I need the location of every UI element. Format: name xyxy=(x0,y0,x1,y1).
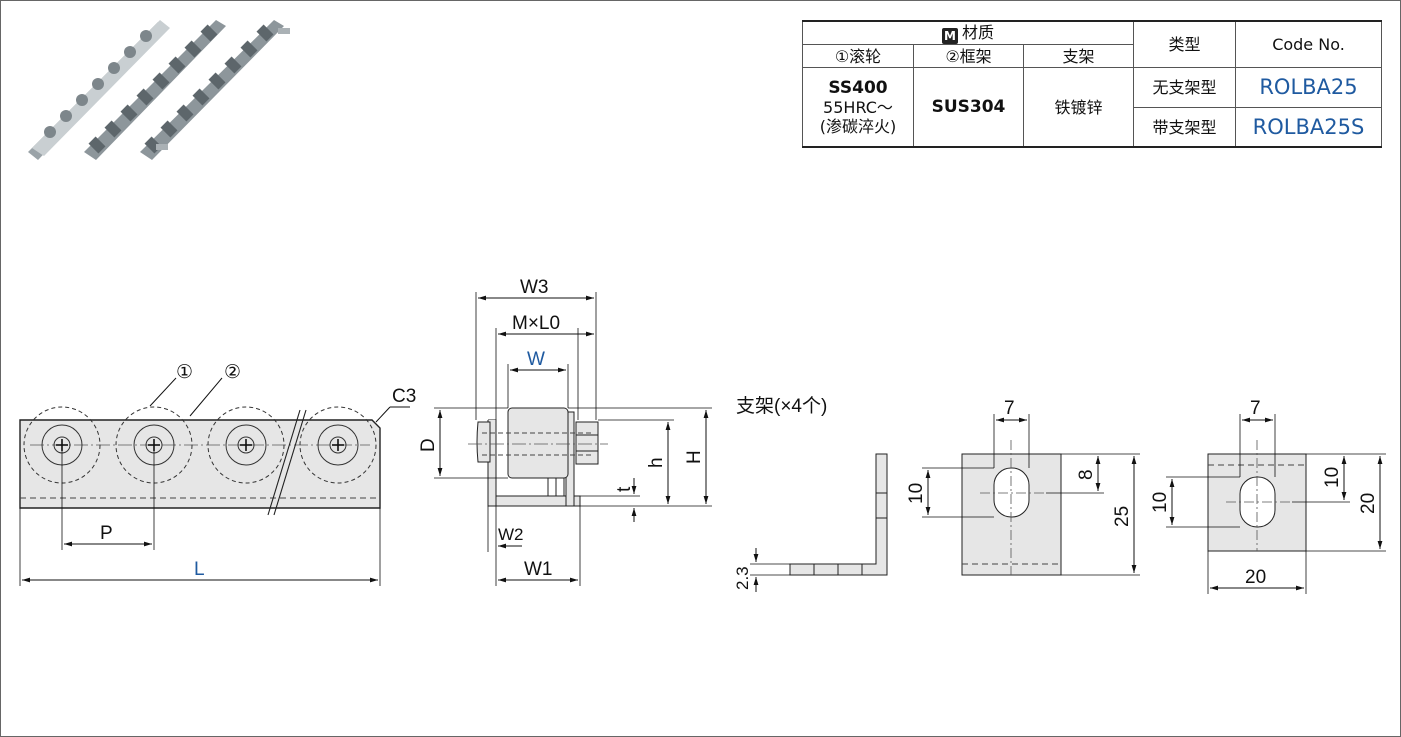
code-header: Code No. xyxy=(1235,20,1382,68)
h-big-label: H xyxy=(684,450,705,464)
dim-8: 8 xyxy=(1076,469,1097,480)
dim-10a: 10 xyxy=(906,483,927,504)
material-header: 材质 xyxy=(961,22,994,42)
dim-20-right: 20 xyxy=(1358,493,1379,514)
dim-7a: 7 xyxy=(1004,398,1015,419)
dim-7b: 7 xyxy=(1250,398,1261,419)
w1-label: W1 xyxy=(524,559,553,580)
mxl0-label: M×L0 xyxy=(512,313,560,334)
bracket-header: 支架 xyxy=(1023,44,1134,68)
product-photo xyxy=(28,20,290,160)
d-label: D xyxy=(418,438,439,452)
roller-rail-photo-3 xyxy=(140,20,290,160)
chamfer-label: C3 xyxy=(392,386,416,407)
callout-roller: ① xyxy=(176,362,193,383)
w2-label: W2 xyxy=(498,525,524,544)
bracket-title: 支架(×4个) xyxy=(736,395,827,417)
front-view: W3 M×L0 W D h H t W2 xyxy=(418,277,712,586)
material-icon: M xyxy=(941,27,958,44)
bracket-side-view: 2.3 xyxy=(733,453,888,592)
t-label: t xyxy=(614,486,635,492)
frame-material: SUS304 xyxy=(913,67,1024,148)
dim-2-3: 2.3 xyxy=(733,566,752,590)
dim-10c: 10 xyxy=(1322,467,1343,488)
roller-material: SS400 xyxy=(828,77,888,98)
type-header: 类型 xyxy=(1133,20,1236,68)
bracket-front-view-2: 7 10 10 20 20 xyxy=(1150,398,1386,594)
w-label: W xyxy=(527,349,545,370)
roller-rail-photo-2 xyxy=(84,20,226,160)
roller-treatment: (渗碳淬火) xyxy=(819,116,897,136)
code-cell[interactable]: ROLBA25 xyxy=(1235,67,1382,108)
roller-header: ①滚轮 xyxy=(802,44,914,68)
roller-rail-photo-1 xyxy=(28,20,170,160)
h-small-label: h xyxy=(646,457,667,468)
callout-frame: ② xyxy=(224,362,241,383)
bracket-front-view-1: 7 10 8 25 xyxy=(906,398,1140,576)
type-cell: 无支架型 xyxy=(1133,67,1236,108)
length-label: L xyxy=(194,559,205,580)
code-cell[interactable]: ROLBA25S xyxy=(1235,107,1382,148)
dim-25: 25 xyxy=(1112,506,1133,527)
w3-label: W3 xyxy=(520,277,549,298)
dim-20-bottom: 20 xyxy=(1245,567,1266,588)
roller-material-cell: SS400 55HRC～ (渗碳淬火) xyxy=(802,67,914,148)
dim-10b: 10 xyxy=(1150,492,1171,513)
type-cell: 带支架型 xyxy=(1133,107,1236,148)
pitch-label: P xyxy=(100,523,113,544)
roller-hardness: 55HRC～ xyxy=(823,97,893,117)
side-view: ① ② C3 P L xyxy=(19,362,416,586)
